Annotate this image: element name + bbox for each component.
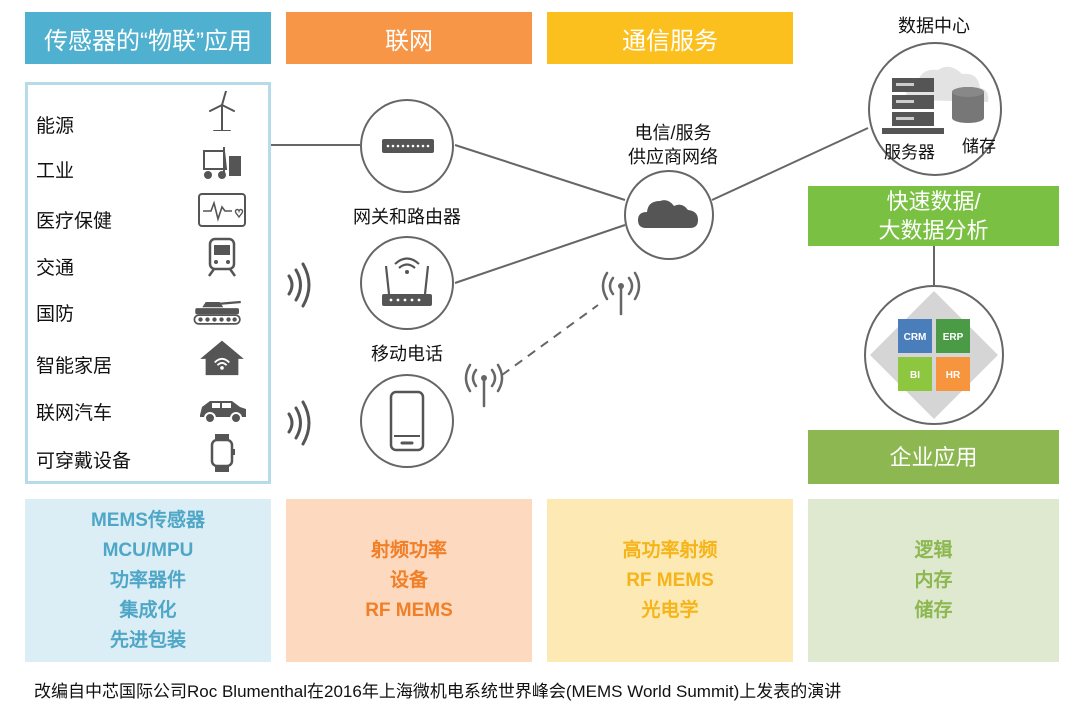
bottom-box-enterprise: 逻辑 内存 储存 — [808, 499, 1059, 662]
bottom-item: 逻辑 — [914, 539, 953, 561]
analytics-line1: 快速数据/ — [886, 189, 981, 214]
telecom-cloud-node — [624, 170, 714, 260]
bottom-item: 内存 — [914, 569, 953, 591]
bottom-item: 先进包装 — [109, 629, 186, 651]
smartwatch-icon — [210, 434, 235, 472]
enterprise-apps-box: 企业应用 — [808, 430, 1059, 484]
mobile-phone-label: 移动电话 — [371, 344, 443, 364]
bottom-item: 储存 — [914, 599, 953, 621]
sensor-label-connected-car: 联网汽车 — [36, 403, 113, 424]
cloud-icon — [638, 200, 698, 228]
bottom-box-sensors: MEMS传感器 MCU/MPU 功率器件 集成化 先进包装 — [25, 499, 271, 662]
train-icon — [207, 237, 237, 277]
bottom-item: MEMS传感器 — [90, 509, 205, 531]
gateway-router-label: 网关和路由器 — [353, 207, 461, 227]
header-iot-applications: 传感器的“物联”应用 — [25, 12, 271, 64]
bottom-item: 设备 — [389, 569, 428, 591]
antenna-signal-icon — [601, 271, 641, 316]
telecom-label-line2: 供应商网络 — [628, 147, 718, 167]
bottom-item: RF MEMS — [365, 599, 453, 621]
hr-tile — [936, 357, 970, 391]
crm-tile-label: CRM — [904, 332, 927, 343]
wireless-signal-icon — [287, 400, 311, 446]
crm-tile — [898, 319, 932, 353]
bottom-item: 射频功率 — [370, 539, 447, 561]
bottom-item: 光电学 — [641, 599, 699, 621]
sensor-label-healthcare: 医疗保健 — [36, 211, 113, 232]
bi-tile — [898, 357, 932, 391]
sensor-label-energy: 能源 — [36, 116, 75, 137]
erp-tile — [936, 319, 970, 353]
header-telecom-services: 通信服务 — [547, 12, 793, 64]
bottom-item: 高功率射频 — [622, 539, 718, 561]
datacenter-servers-label: 服务器 — [884, 143, 935, 162]
sensor-label-transport: 交通 — [36, 258, 75, 279]
header-networking: 联网 — [286, 12, 532, 64]
mobile-phone-node — [360, 374, 454, 468]
datacenter-storage-label: 储存 — [962, 137, 996, 156]
sensor-application-list: 能源 工业 医疗保健 交通 国防 智能家居 联网汽车 可穿戴设备 — [25, 82, 271, 484]
gateway-router-node — [360, 99, 454, 193]
bottom-box-telecom: 高功率射频 RF MEMS 光电学 — [547, 499, 793, 662]
smart-home-icon — [200, 340, 244, 376]
erp-tile-label: ERP — [943, 332, 964, 343]
telecom-network-label: 电信/服务 供应商网络 — [598, 121, 748, 169]
bottom-item: MCU/MPU — [102, 539, 194, 561]
antenna-signal-icon — [464, 363, 504, 408]
bottom-item: 功率器件 — [109, 569, 186, 591]
bottom-item: 集成化 — [119, 599, 177, 621]
wifi-router-node — [360, 236, 454, 330]
hr-tile-label: HR — [946, 370, 961, 381]
forklift-icon — [203, 147, 241, 179]
server-icon — [882, 78, 944, 134]
enterprise-apps-label: 企业应用 — [889, 444, 978, 470]
telecom-label-line1: 电信/服务 — [634, 123, 712, 143]
wifi-router-icon — [382, 257, 432, 306]
big-data-analytics-box: 快速数据/ 大数据分析 — [808, 186, 1059, 246]
wireless-signal-icon — [287, 262, 311, 308]
enterprise-apps-node: CRM ERP BI HR — [864, 285, 1004, 425]
source-caption: 改编自中芯国际公司Roc Blumenthal在2016年上海微机电系统世界峰会… — [34, 682, 842, 701]
heart-monitor-icon — [198, 193, 246, 227]
storage-icon — [952, 87, 984, 123]
sensor-label-wearable: 可穿戴设备 — [36, 451, 132, 472]
bi-tile-label: BI — [910, 370, 920, 381]
wind-turbine-icon — [209, 91, 235, 131]
datacenter-title: 数据中心 — [898, 16, 970, 36]
car-icon — [200, 401, 246, 424]
bottom-box-networking: 射频功率 设备 RF MEMS — [286, 499, 532, 662]
bottom-item: RF MEMS — [626, 569, 714, 591]
sensor-label-industry: 工业 — [36, 161, 75, 182]
datacenter-node — [868, 42, 1002, 176]
sensor-label-defense: 国防 — [36, 304, 75, 325]
sensor-label-smart-home: 智能家居 — [36, 356, 113, 377]
analytics-line2: 大数据分析 — [878, 218, 989, 243]
smartphone-icon — [389, 390, 425, 452]
tank-icon — [193, 300, 241, 325]
